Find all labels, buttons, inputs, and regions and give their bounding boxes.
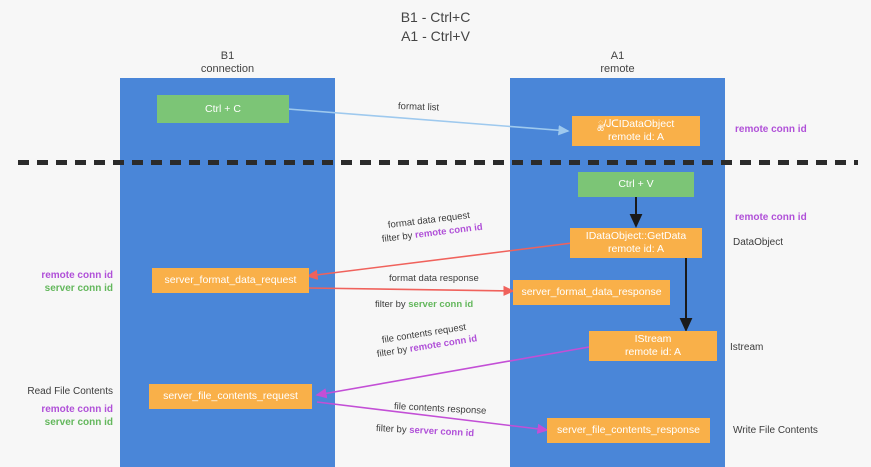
title-line-2: A1 - Ctrl+V	[401, 28, 470, 44]
side-label-conn-ids-mid: remote conn id server conn id	[0, 269, 113, 295]
arrow-label-format-data-response-text: format data response	[389, 273, 479, 284]
box-server-file-contents-response[interactable]: server_file_contents_response	[547, 418, 710, 443]
filter-prefix: filter by	[381, 229, 416, 245]
side-label-write-file-contents-text: Write File Contents	[733, 425, 818, 436]
box-istream[interactable]: IStream remote id: A	[589, 331, 717, 361]
title-line-1: B1 - Ctrl+C	[400, 9, 471, 25]
side-label-remote-conn-id-left-bot: remote conn id	[41, 404, 113, 415]
box-istream-line2: remote id: A	[624, 346, 682, 358]
box-server-format-data-response[interactable]: server_format_data_response	[513, 280, 670, 305]
filter-prefix: filter by	[375, 299, 409, 310]
filter-key-server-conn-id: server conn id	[408, 424, 475, 440]
box-istream-line1: IStream	[634, 333, 672, 345]
side-label-istream: Istream	[730, 341, 763, 354]
column-header-b1: B1 connection	[120, 50, 335, 76]
column-header-a1-line2: remote	[600, 63, 635, 75]
box-getdata-line1: IDataObject::GetData	[585, 230, 687, 242]
side-label-server-conn-id-left-bot: server conn id	[44, 417, 113, 428]
box-idataobject-top-line2: remote id: A	[607, 131, 665, 143]
box-ctrl-v-label: Ctrl + V	[618, 178, 654, 190]
filter-prefix: filter by	[376, 343, 411, 360]
side-label-read-file-contents: Read File Contents	[0, 385, 113, 398]
filter-key-server-conn-id: server conn id	[408, 299, 474, 310]
side-label-read-file-contents-text: Read File Contents	[27, 386, 113, 397]
box-ctrl-v[interactable]: Ctrl + V	[578, 172, 694, 197]
side-label-remote-conn-id-top-text: remote conn id	[735, 124, 807, 135]
box-server-format-data-request[interactable]: server_format_data_request	[152, 268, 309, 293]
arrow-label-file-contents-response: file contents response	[394, 400, 487, 418]
box-idataobject-top[interactable]: ྪ/ᎫᑕIDataObject remote id: A	[572, 116, 700, 146]
box-getdata-line2: remote id: A	[607, 243, 665, 255]
column-header-a1: A1 remote	[510, 50, 725, 76]
page-title: B1 - Ctrl+C A1 - Ctrl+V	[0, 8, 871, 46]
side-label-remote-conn-id-mid-text: remote conn id	[735, 212, 807, 223]
side-label-remote-conn-id-top: remote conn id	[735, 123, 807, 136]
arrow-format-data-response	[307, 285, 515, 296]
column-header-b1-line2: connection	[200, 63, 255, 75]
side-label-remote-conn-id-left-mid: remote conn id	[41, 270, 113, 281]
arrow-label-format-data-response-filter: filter by server conn id	[375, 298, 473, 311]
side-label-conn-ids-bottom: remote conn id server conn id	[0, 403, 113, 429]
section-divider	[18, 160, 858, 165]
box-server-file-contents-response-label: server_file_contents_response	[556, 424, 700, 436]
arrow-label-format-data-response: format data response	[389, 272, 479, 285]
box-server-file-contents-request-label: server_file_contents_request	[163, 390, 298, 402]
box-idataobject-top-line1: ྪ/ᎫᑕIDataObject	[597, 118, 675, 130]
arrow-label-format-list-text: format list	[397, 101, 440, 114]
side-label-write-file-contents: Write File Contents	[733, 424, 818, 437]
box-ctrl-c[interactable]: Ctrl + C	[157, 95, 289, 123]
box-server-file-contents-request[interactable]: server_file_contents_request	[149, 384, 312, 409]
box-getdata[interactable]: IDataObject::GetData remote id: A	[570, 228, 702, 258]
arrow-label-file-contents-response-filter: filter by server conn id	[376, 422, 475, 440]
box-server-format-data-request-label: server_format_data_request	[164, 274, 297, 286]
box-ctrl-c-label: Ctrl + C	[205, 102, 241, 115]
side-label-remote-conn-id-mid: remote conn id	[735, 211, 807, 224]
arrow-label-format-list: format list	[398, 100, 440, 114]
box-server-format-data-response-label: server_format_data_response	[521, 286, 662, 298]
arrow-label-file-contents-response-text: file contents response	[393, 401, 487, 417]
column-header-a1-line1: A1	[610, 50, 625, 62]
filter-prefix: filter by	[375, 423, 410, 436]
column-header-b1-line1: B1	[220, 50, 235, 62]
side-label-istream-text: Istream	[730, 342, 764, 353]
side-label-server-conn-id-left-mid: server conn id	[44, 283, 113, 294]
side-label-dataobject: DataObject	[733, 236, 783, 249]
side-label-dataobject-text: DataObject	[733, 237, 784, 248]
